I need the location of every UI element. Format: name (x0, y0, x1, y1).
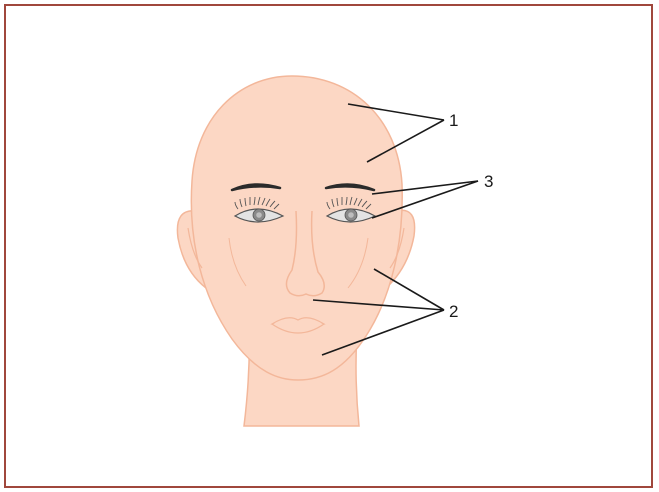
label-2: 2 (449, 302, 458, 321)
label-1: 1 (449, 111, 458, 130)
face-diagram: 1 3 2 (6, 6, 651, 486)
label-3: 3 (484, 172, 493, 191)
figure-frame: 1 3 2 (4, 4, 653, 488)
head-illustration (177, 76, 414, 426)
